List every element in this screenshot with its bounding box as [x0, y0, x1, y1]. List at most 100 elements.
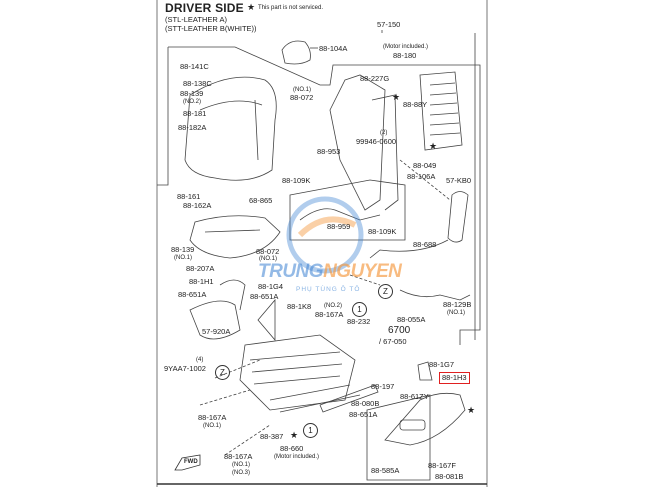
cushion-seam	[204, 229, 261, 233]
part-label[interactable]: 88-1G4	[258, 282, 284, 291]
part-label[interactable]: 88-161	[177, 192, 201, 201]
part-label[interactable]: 88-61ZY	[400, 392, 429, 401]
part-label[interactable]: 99946-0600	[356, 137, 397, 146]
part-label[interactable]: 88-167A	[224, 452, 253, 461]
part-label[interactable]: 57-KB0	[446, 176, 472, 185]
star-icon: ★	[392, 92, 401, 102]
part-label[interactable]: 57-920A	[202, 327, 231, 336]
seat-frame-springs	[249, 351, 343, 385]
watermark-tagline: PHỤ TÙNG Ô TÔ	[296, 286, 361, 293]
side-panel-cover	[219, 279, 246, 311]
part-note: (NO.1)	[293, 87, 311, 93]
fwd-label: FWD	[184, 459, 198, 465]
part-label[interactable]: 88-109K	[368, 227, 397, 236]
watermark-brand-a: TRUNG	[258, 261, 324, 282]
part-label[interactable]: 88-129B	[443, 300, 472, 309]
assembly-boundary	[168, 46, 481, 345]
seat-track-frame	[239, 334, 356, 411]
part-label[interactable]: 88-232	[347, 317, 371, 326]
dashed-leader-lines	[199, 159, 451, 456]
backrest-seam	[199, 99, 263, 161]
part-label[interactable]: 88-167A	[198, 413, 227, 422]
part-label[interactable]: 88-181	[183, 109, 207, 118]
part-label[interactable]: 88-072	[256, 247, 280, 256]
part-label[interactable]: 88-651A	[250, 292, 279, 301]
headrest	[281, 40, 311, 65]
part-label[interactable]: 88-651A	[178, 290, 207, 299]
part-label[interactable]: 88-1G7	[429, 360, 455, 369]
page-title: DRIVER SIDE	[165, 1, 244, 15]
part-label[interactable]: 88-139	[180, 89, 204, 98]
part-label[interactable]: 88-141C	[180, 62, 209, 71]
part-label[interactable]: 88-162A	[183, 201, 212, 210]
watermark-brand-b: NGUYEN	[323, 261, 402, 282]
variant-label: (STT-LEATHER B(WHITE))	[165, 24, 257, 33]
part-label[interactable]: 88-139	[171, 245, 195, 254]
part-label[interactable]: 88-953	[317, 147, 341, 156]
part-note: (NO.2)	[324, 303, 342, 309]
part-label[interactable]: 9YAA7-1002	[164, 364, 206, 373]
part-label[interactable]: 88-197	[371, 382, 395, 391]
part-label[interactable]: 88-055A	[397, 315, 426, 324]
part-label[interactable]: 88-049	[413, 161, 437, 170]
seat-rails	[269, 384, 361, 413]
part-note: (NO.1)	[174, 255, 192, 261]
ref-circle-1: 1	[352, 302, 367, 317]
part-label[interactable]: 88-651A	[349, 410, 378, 419]
part-label[interactable]: 88-180	[393, 51, 417, 60]
part-label[interactable]: 88-167A	[315, 310, 344, 319]
star-icon: ★	[467, 405, 476, 415]
airbag-wire	[369, 239, 449, 259]
part-note: (4)	[196, 357, 204, 363]
part-note: (Motor included.)	[274, 454, 320, 460]
part-label[interactable]: 88-104A	[319, 44, 348, 53]
part-note: (2)	[380, 130, 388, 136]
part-label[interactable]: 57-150	[377, 20, 401, 29]
highlighted-part-label[interactable]: 88-1H3	[439, 372, 470, 384]
part-label[interactable]: 88-88Y	[403, 100, 428, 109]
part-note: (Motor included.)	[383, 44, 429, 50]
part-label[interactable]: 88-227G	[360, 74, 390, 83]
side-shield	[384, 392, 466, 446]
side-airbag	[447, 191, 469, 243]
star-icon: ★	[247, 2, 256, 12]
part-label[interactable]: 88-1K8	[287, 302, 312, 311]
variant-label: (STL-LEATHER A)	[165, 15, 227, 24]
rail-cover	[319, 384, 379, 413]
side-panel	[189, 300, 241, 340]
part-label[interactable]: 88-207A	[186, 264, 215, 273]
ref-circle-z: Z	[215, 365, 230, 380]
part-label[interactable]: 6700	[388, 325, 411, 336]
part-label[interactable]: 88-182A	[178, 123, 207, 132]
bracket	[417, 361, 433, 381]
part-label[interactable]: 88-167F	[428, 461, 456, 470]
backrest-frame	[329, 74, 386, 211]
part-label[interactable]: 88-138C	[183, 79, 212, 88]
part-label[interactable]: 88-688	[413, 240, 437, 249]
part-label[interactable]: 88-1H1	[189, 277, 214, 286]
part-label[interactable]: 88-660	[280, 444, 304, 453]
part-label[interactable]: 88-959	[327, 222, 351, 231]
part-label[interactable]: 88-081B	[435, 472, 464, 481]
part-label[interactable]: 88-387	[260, 432, 284, 441]
backrest-frame-side	[371, 94, 399, 211]
part-label[interactable]: 88-072	[290, 93, 314, 102]
part-note: (NO.2)	[183, 99, 201, 105]
part-label[interactable]: 88-080B	[351, 399, 380, 408]
ref-circle-1: 1	[303, 423, 318, 438]
fwd-arrow	[174, 454, 201, 471]
part-label[interactable]: 88-585A	[371, 466, 400, 475]
part-label[interactable]: / 67-050	[379, 337, 407, 346]
ref-circle-z: Z	[378, 284, 393, 299]
part-label[interactable]: 88-106A	[407, 172, 436, 181]
seat-cushion	[189, 215, 281, 259]
watermark-swoosh	[297, 216, 357, 238]
part-note: (NO.1)	[232, 462, 250, 468]
watermark-ring	[286, 196, 364, 274]
part-label[interactable]: 88-109K	[282, 176, 311, 185]
wire-harness-right	[399, 289, 471, 301]
wire-harness	[299, 208, 381, 221]
part-label[interactable]: 68-865	[249, 196, 273, 205]
watermark-logo: TRUNGNGUYEN	[258, 261, 402, 282]
